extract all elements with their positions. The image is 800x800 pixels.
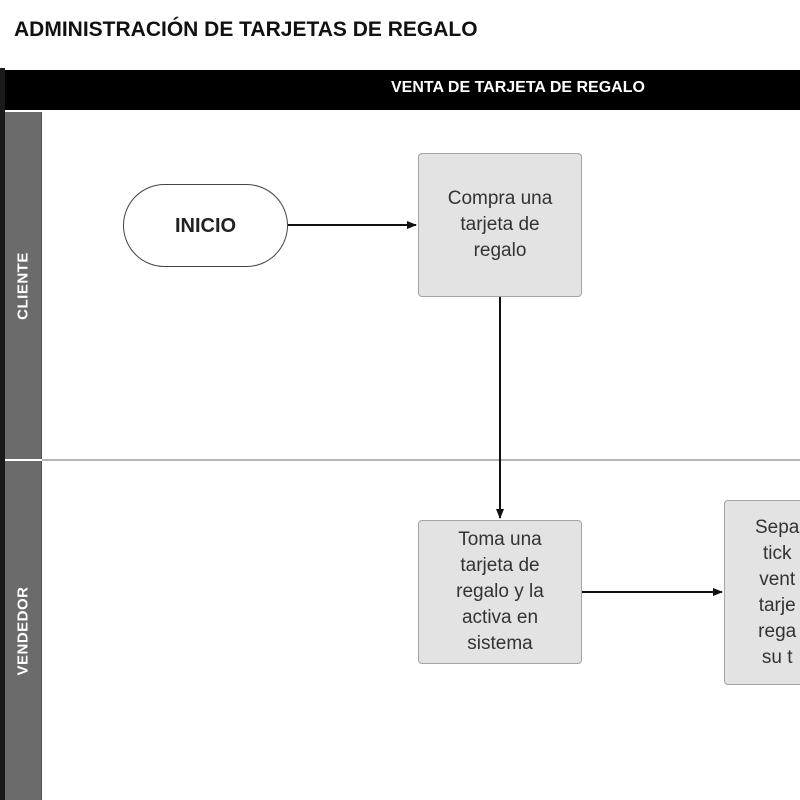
diagram-title: ADMINISTRACIÓN DE TARJETAS DE REGALO — [14, 18, 478, 41]
lane-label-vendedor: VENDEDOR — [14, 585, 32, 676]
pool-border — [0, 68, 5, 800]
process-separa-label: Sepa tick vent tarje rega su t — [755, 516, 800, 668]
process-toma-label: Toma una tarjeta de regalo y la activa e… — [456, 529, 544, 654]
process-toma-tarjeta[interactable]: Toma una tarjeta de regalo y la activa e… — [418, 520, 582, 664]
lane-tab-cliente: CLIENTE — [5, 112, 42, 459]
lane-divider — [42, 459, 800, 461]
start-node[interactable]: INICIO — [123, 184, 288, 267]
process-compra-tarjeta[interactable]: Compra una tarjeta de regalo — [418, 153, 582, 297]
lane-tab-vendedor: VENDEDOR — [5, 461, 42, 800]
process-compra-label: Compra una tarjeta de regalo — [447, 188, 553, 261]
start-node-label: INICIO — [174, 214, 237, 237]
lane-label-cliente: CLIENTE — [14, 251, 32, 320]
pool-header: VENTA DE TARJETA DE REGALO — [5, 70, 800, 110]
process-separa-ticket[interactable]: Sepa tick vent tarje rega su t — [724, 500, 800, 685]
pool-header-label: VENTA DE TARJETA DE REGALO — [391, 79, 645, 96]
